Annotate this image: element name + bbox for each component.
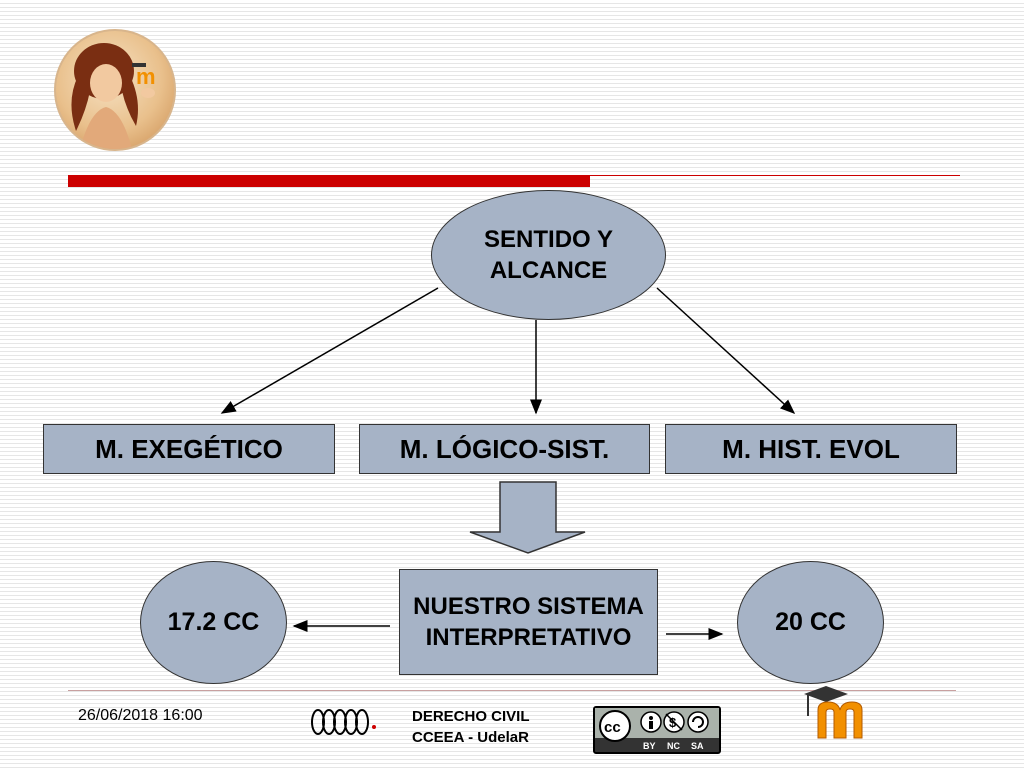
node-172-cc: 17.2 CC: [140, 561, 287, 684]
node-sentido-label: SENTIDO Y ALCANCE: [484, 226, 613, 284]
node-20-cc: 20 CC: [737, 561, 884, 684]
svg-text:$: $: [669, 715, 677, 730]
cc-label-by: BY: [643, 741, 656, 751]
node-sentido-y-alcance: SENTIDO Y ALCANCE: [431, 190, 666, 320]
cceea-logo-icon: [310, 705, 380, 739]
accent-bar: [68, 175, 590, 187]
creative-commons-icon: cc $ BY NC SA: [593, 706, 721, 754]
node-20cc-label: 20 CC: [775, 608, 846, 636]
footer-divider: [68, 690, 956, 691]
node-hist-label: M. HIST. EVOL: [722, 433, 900, 464]
logo-portrait-icon: m: [54, 29, 176, 151]
moodle-logo-icon: [800, 682, 880, 740]
node-nuestro-label: NUESTRO SISTEMA INTERPRETATIVO: [413, 593, 644, 651]
node-nuestro-sistema: NUESTRO SISTEMA INTERPRETATIVO: [399, 569, 658, 675]
cc-label-sa: SA: [691, 741, 704, 751]
arrow-to-hist: [656, 287, 796, 415]
accent-line: [590, 175, 960, 176]
node-172cc-label: 17.2 CC: [167, 608, 260, 636]
footer-date: 26/06/2018 16:00: [78, 707, 203, 724]
footer-course-line2: CCEEA - UdelaR: [412, 729, 529, 746]
node-logico-label: M. LÓGICO-SIST.: [399, 433, 610, 464]
node-metodo-logico-sistematico: M. LÓGICO-SIST.: [359, 424, 650, 474]
svg-text:m: m: [136, 64, 156, 89]
footer-course-info: DERECHO CIVIL CCEEA - UdelaR: [412, 706, 530, 748]
svg-text:cc: cc: [604, 719, 621, 736]
arrow-to-exegetico: [220, 287, 439, 414]
node-metodo-historico-evolutivo: M. HIST. EVOL: [665, 424, 957, 474]
block-arrow-down: [469, 481, 586, 554]
node-metodo-exegetico: M. EXEGÉTICO: [43, 424, 335, 474]
footer-course-line1: DERECHO CIVIL: [412, 708, 530, 725]
node-exegetico-label: M. EXEGÉTICO: [95, 433, 283, 464]
cc-label-nc: NC: [667, 741, 680, 751]
